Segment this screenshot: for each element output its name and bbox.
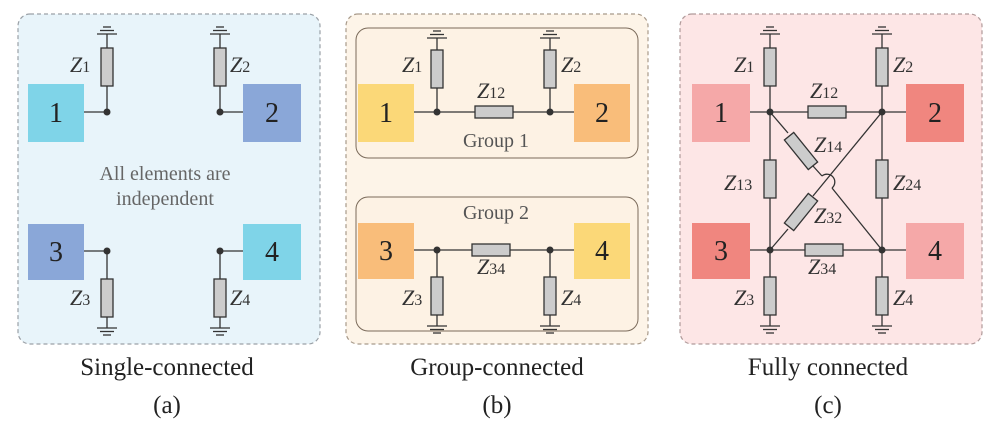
z3-label: Z3 [734,285,754,310]
port-3-label: 3 [714,236,728,267]
panel-a: Z1 Z2 Z3 Z4 [17,13,321,419]
z4-label: Z4 [561,285,581,310]
z3-label: Z3 [70,285,90,310]
impedance-z32 [783,192,819,232]
panel-a-tag: (a) [153,392,181,419]
z4-branch [209,247,243,336]
z32-label: Z32 [814,203,842,228]
port-2-box [243,84,301,142]
z2-label: Z2 [561,52,581,77]
z3-label: Z3 [402,285,422,310]
group-1-wiring [414,30,574,119]
group-2-wiring [414,243,574,334]
port-2-box [906,84,964,142]
group-1-label: Group 1 [463,130,529,152]
panel-b-tag: (b) [482,392,511,419]
port-1-box [692,84,750,142]
z1-label: Z1 [70,52,90,77]
impedance-z24 [875,159,889,199]
impedance-z4 [543,276,557,316]
impedance-z12 [807,105,847,119]
impedance-z3 [763,276,777,316]
z1-branch [84,26,118,116]
z1-label: Z1 [734,52,754,77]
impedance-z1 [763,47,777,87]
z2-label: Z2 [230,52,250,77]
port-3-box [692,223,750,279]
z13-label: Z13 [724,170,752,195]
panel-a-caption: Single-connected [80,354,254,381]
impedance-z14 [783,131,819,171]
port-1-label: 1 [379,98,393,129]
port-3-box [28,224,84,280]
panel-b: Z1 Z2 Z12 1 2 Group 1 Group 2 Z34 Z3 Z4 [345,13,649,419]
impedance-z4 [875,276,889,316]
port-1-box [28,84,84,142]
port-3-box [358,223,414,279]
independence-note-line-2: independent [116,188,214,210]
z34-label: Z34 [477,254,505,279]
port-2-label: 2 [928,98,942,129]
impedance-z1 [430,49,444,89]
z12-label: Z12 [810,78,838,103]
panel-b-caption: Group-connected [410,354,584,381]
impedance-z12 [474,105,514,119]
port-4-box [574,223,630,279]
z2-branch [209,26,243,116]
port-4-label: 4 [265,237,279,268]
independence-note-line-1: All elements are [99,163,230,185]
group-2-label: Group 2 [463,202,529,224]
z12-label: Z12 [477,78,505,103]
port-2-label: 2 [265,98,279,129]
panel-c: Z1 Z2 Z12 Z14 Z13 Z24 Z32 Z34 Z3 Z4 1 2 … [679,13,983,419]
z24-label: Z24 [893,170,921,195]
z34-label: Z34 [808,254,836,279]
impedance-z4 [213,278,227,318]
impedance-z3 [100,278,114,318]
impedance-z2 [213,47,227,87]
port-4-box [243,224,301,280]
z14-label: Z14 [814,132,842,157]
group-2-box [355,196,639,332]
full-mesh-wiring [750,26,906,334]
port-4-label: 4 [928,236,942,267]
impedance-z13 [763,159,777,199]
port-4-box [906,223,964,279]
z2-label: Z2 [893,52,913,77]
port-1-box [358,84,414,142]
port-2-label: 2 [595,98,609,129]
z1-label: Z1 [402,52,422,77]
impedance-z2 [875,47,889,87]
z3-branch [84,247,118,336]
panel-c-tag: (c) [814,392,842,419]
group-1-box [355,27,639,159]
z4-label: Z4 [893,285,913,310]
z4-label: Z4 [230,285,250,310]
port-3-label: 3 [49,237,63,268]
port-2-box [574,84,630,142]
port-1-label: 1 [714,98,728,129]
panel-c-caption: Fully connected [748,354,909,381]
port-4-label: 4 [595,236,609,267]
port-1-label: 1 [49,98,63,129]
impedance-z1 [100,47,114,87]
port-3-label: 3 [379,236,393,267]
impedance-z3 [430,276,444,316]
impedance-z2 [543,49,557,89]
